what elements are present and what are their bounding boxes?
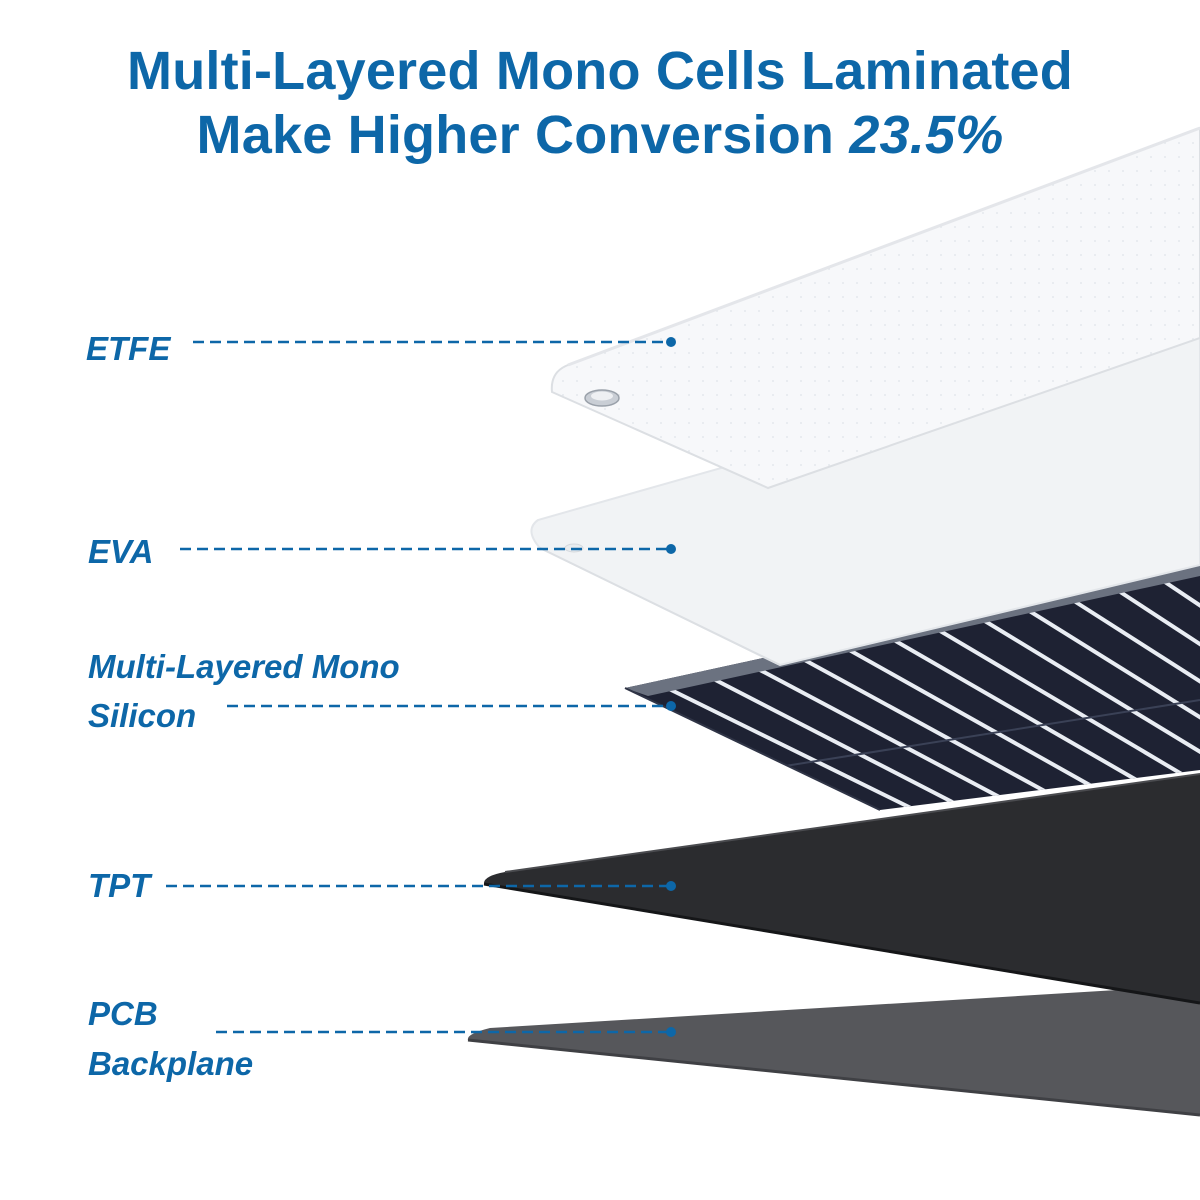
etfe-marker-dot [666, 337, 676, 347]
page-title-line-1: Multi-Layered Mono Cells Laminated [127, 41, 1073, 101]
pcb-backplane-layer [467, 985, 1200, 1117]
page-title-line-2: Make Higher Conversion 23.5% [0, 104, 1200, 166]
mono-marker-dot [666, 701, 676, 711]
label-pcb-line-1: PCB [88, 995, 158, 1032]
title-prefix: Make Higher Conversion [196, 105, 850, 165]
eva-layer [530, 330, 1200, 667]
pcb-marker-dot [666, 1027, 676, 1037]
label-eva: EVA [88, 533, 154, 570]
label-etfe: ETFE [86, 330, 171, 367]
label-mono-line-1: Multi-Layered Mono [88, 648, 400, 685]
label-tpt: TPT [88, 867, 151, 904]
label-pcb-line-2: Backplane [88, 1045, 254, 1082]
conversion-rate-value: 23.5% [849, 105, 1004, 165]
label-mono-line-2: Silicon [88, 697, 197, 734]
tpt-layer [483, 773, 1200, 1005]
tpt-marker-dot [666, 881, 676, 891]
etfe-layer [550, 126, 1200, 490]
mounting-hole-icon [584, 389, 620, 407]
eva-marker-dot [666, 544, 676, 554]
